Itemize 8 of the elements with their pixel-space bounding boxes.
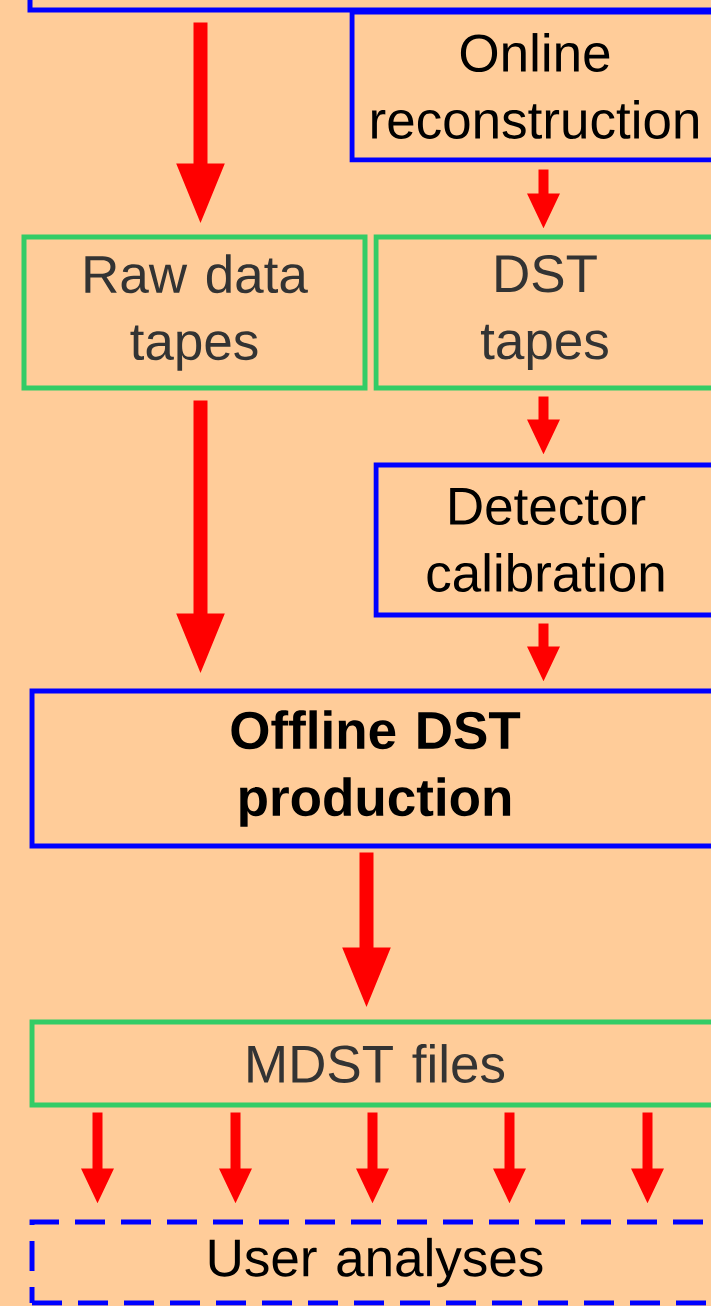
process-box: Online reconstruction: [349, 9, 711, 163]
process-box: Offline DST production: [29, 688, 711, 849]
process-box: Detector calibration: [373, 462, 711, 618]
storage-box: DST tapes: [373, 234, 711, 391]
process-box: User analyses: [29, 1219, 711, 1306]
storage-box: Raw data tapes: [21, 234, 368, 391]
storage-box: MDST files: [29, 1019, 711, 1108]
process-box: [27, 0, 711, 13]
